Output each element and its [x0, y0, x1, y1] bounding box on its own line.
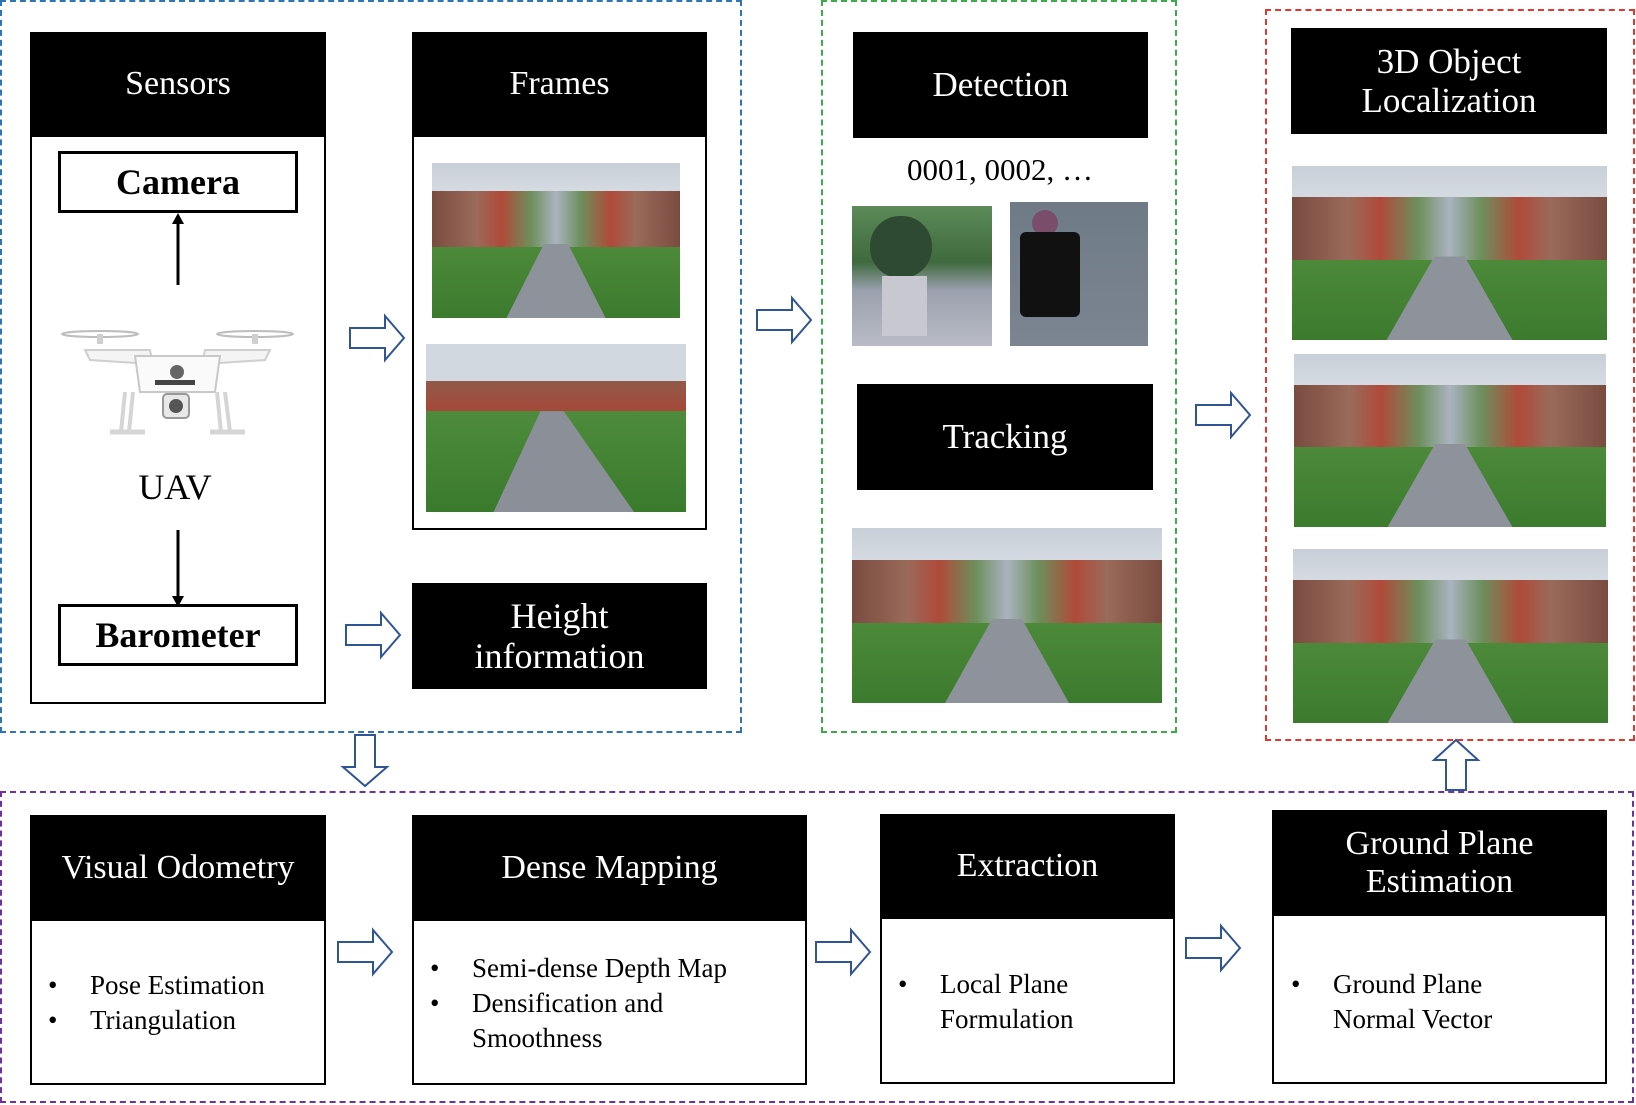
ground-plane-header: Ground Plane Estimation	[1272, 810, 1607, 916]
detection-crop-left	[852, 206, 992, 346]
detection-title: Detection	[932, 65, 1069, 105]
height-information-title: Height information	[474, 595, 645, 676]
ground-plane-list: Ground Plane Normal Vector	[1285, 967, 1595, 1037]
visual-odometry-header: Visual Odometry	[30, 815, 326, 921]
tracking-image	[852, 528, 1162, 703]
detection-group-border	[821, 0, 1177, 733]
detection-crop-right	[1010, 202, 1148, 346]
arrow-down-icon	[340, 734, 390, 788]
localization-group-border	[1265, 9, 1635, 741]
arrow-right-icon	[815, 927, 872, 977]
tracking-header: Tracking	[857, 384, 1153, 490]
arrow-right-icon	[345, 610, 402, 660]
barometer-box: Barometer	[58, 604, 298, 666]
detection-ids: 0001, 0002, …	[907, 152, 1093, 187]
arrow-right-icon	[1195, 390, 1252, 440]
arrow-right-icon	[1185, 923, 1242, 973]
frames-header: Frames	[412, 32, 707, 137]
ground-plane-title: Ground Plane Estimation	[1345, 824, 1534, 900]
localization-image-2	[1294, 354, 1606, 527]
extraction-header: Extraction	[880, 814, 1175, 919]
sensing-group-border	[0, 0, 742, 733]
arrow-right-icon	[337, 927, 394, 977]
list-item: Local Plane Formulation	[892, 967, 1172, 1037]
height-information-box: Height information	[412, 583, 707, 689]
list-item: Ground Plane Normal Vector	[1285, 967, 1595, 1037]
dense-mapping-header: Dense Mapping	[412, 815, 807, 921]
drone-image	[61, 330, 294, 435]
frame-stack-top	[432, 163, 684, 321]
visual-odometry-list: Pose Estimation Triangulation	[42, 968, 322, 1038]
arrow-up-icon	[1431, 738, 1481, 791]
arrow-right-icon	[756, 295, 813, 345]
dense-mapping-title: Dense Mapping	[501, 848, 718, 886]
sensors-title: Sensors	[125, 65, 231, 103]
arrow-right-icon	[349, 313, 406, 363]
uav-label: UAV	[138, 467, 212, 507]
tracking-title: Tracking	[942, 417, 1068, 457]
list-item: Semi-dense Depth Map	[424, 951, 804, 986]
extraction-title: Extraction	[956, 847, 1099, 885]
localization-image-3	[1293, 549, 1608, 723]
frames-title: Frames	[509, 65, 610, 103]
localization-header: 3D Object Localization	[1291, 28, 1607, 134]
uav-to-camera-arrow	[172, 213, 184, 285]
camera-box: Camera	[58, 151, 298, 213]
uav-to-barometer-arrow	[172, 530, 184, 607]
localization-image-1	[1292, 166, 1607, 340]
list-item: Densification and Smoothness	[424, 986, 804, 1056]
barometer-label: Barometer	[95, 615, 261, 655]
frame-image	[432, 163, 680, 318]
frame-image	[426, 344, 686, 512]
dense-mapping-list: Semi-dense Depth Map Densification and S…	[424, 951, 804, 1056]
ground-plane-group-border	[0, 791, 1634, 1103]
extraction-list: Local Plane Formulation	[892, 967, 1172, 1037]
visual-odometry-title: Visual Odometry	[61, 848, 295, 886]
detection-header: Detection	[853, 32, 1148, 138]
sensors-header: Sensors	[30, 32, 326, 137]
list-item: Triangulation	[42, 1003, 322, 1038]
list-item: Pose Estimation	[42, 968, 322, 1003]
frame-stack-bottom	[426, 344, 686, 514]
localization-title: 3D Object Localization	[1361, 41, 1537, 120]
camera-label: Camera	[116, 162, 240, 202]
